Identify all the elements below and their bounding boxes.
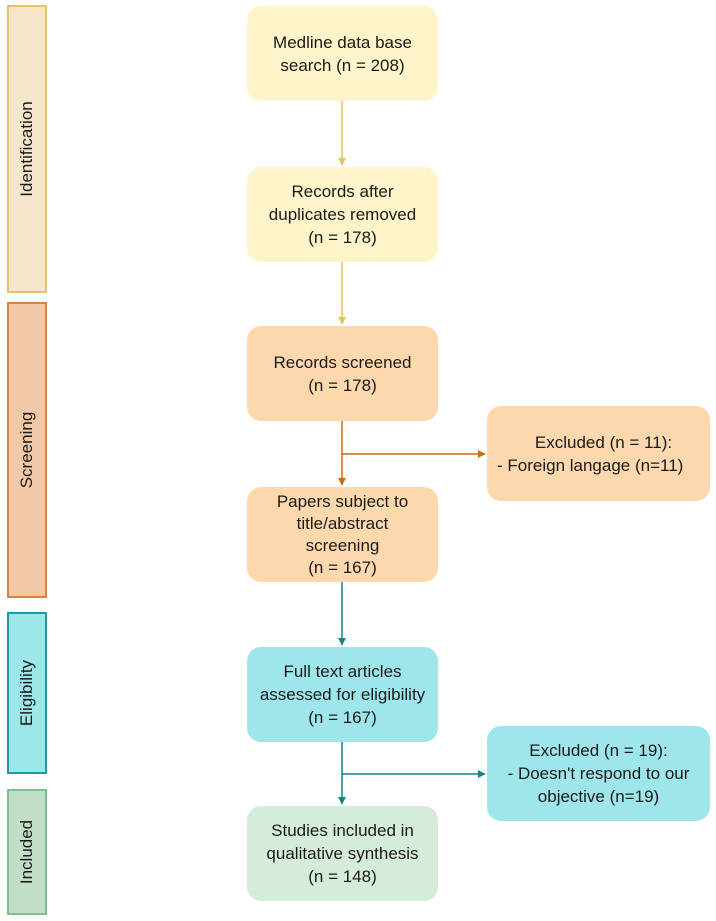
stage-identification-label: Identification (17, 101, 36, 197)
box-line: Medline data base (273, 32, 412, 52)
box-line: Records screened (273, 352, 412, 372)
box-line: Excluded (n = 19): (529, 741, 668, 760)
box-line: (n = 167) (308, 557, 377, 577)
stage-included: Included (7, 789, 47, 915)
stage-identification: Identification (7, 5, 47, 293)
box-line: title/abstract (296, 513, 389, 533)
box-line: (n = 178) (308, 228, 377, 247)
box-line: screening (305, 535, 380, 555)
stage-screening: Screening (7, 302, 47, 598)
stage-screening-label: Screening (17, 411, 36, 489)
excluded-eligibility-box: Excluded (n = 19): - Doesn't respond to … (487, 726, 710, 821)
stage-eligibility-label: Eligibility (17, 659, 36, 727)
box-line: objective (n=19) (537, 787, 660, 806)
records-after-duplicates-box: Records after duplicates removed (n = 17… (247, 167, 438, 262)
box-line: (n = 167) (308, 708, 377, 727)
box-line: duplicates removed (268, 205, 417, 224)
box-line: Excluded (n = 11): (534, 432, 673, 452)
box-line: Papers subject to (276, 491, 409, 511)
full-text-articles-box: Full text articles assessed for eligibil… (247, 647, 438, 742)
stage-eligibility: Eligibility (7, 612, 47, 774)
papers-screening-box: Papers subject to title/abstract screeni… (247, 487, 438, 582)
box-line: Studies included in (271, 821, 414, 840)
stage-included-label: Included (17, 819, 36, 885)
box-line: assessed for eligibility (259, 685, 426, 704)
box-line: - Doesn't respond to our (507, 764, 690, 783)
box-line: qualitative synthesis (266, 844, 419, 863)
box-line: search (n = 208) (280, 55, 405, 75)
excluded-screening-box: Excluded (n = 11): - Foreign langage (n=… (487, 406, 710, 501)
medline-search-box: Medline data base search (n = 208) (247, 6, 438, 101)
box-line: (n = 178) (308, 375, 377, 395)
records-screened-box: Records screened (n = 178) (247, 326, 438, 421)
box-line: (n = 148) (308, 867, 377, 886)
studies-included-box: Studies included in qualitative synthesi… (247, 806, 438, 901)
box-line: - Foreign langage (n=11) (497, 455, 684, 475)
box-line: Records after (291, 182, 394, 201)
box-line: Full text articles (283, 662, 402, 681)
